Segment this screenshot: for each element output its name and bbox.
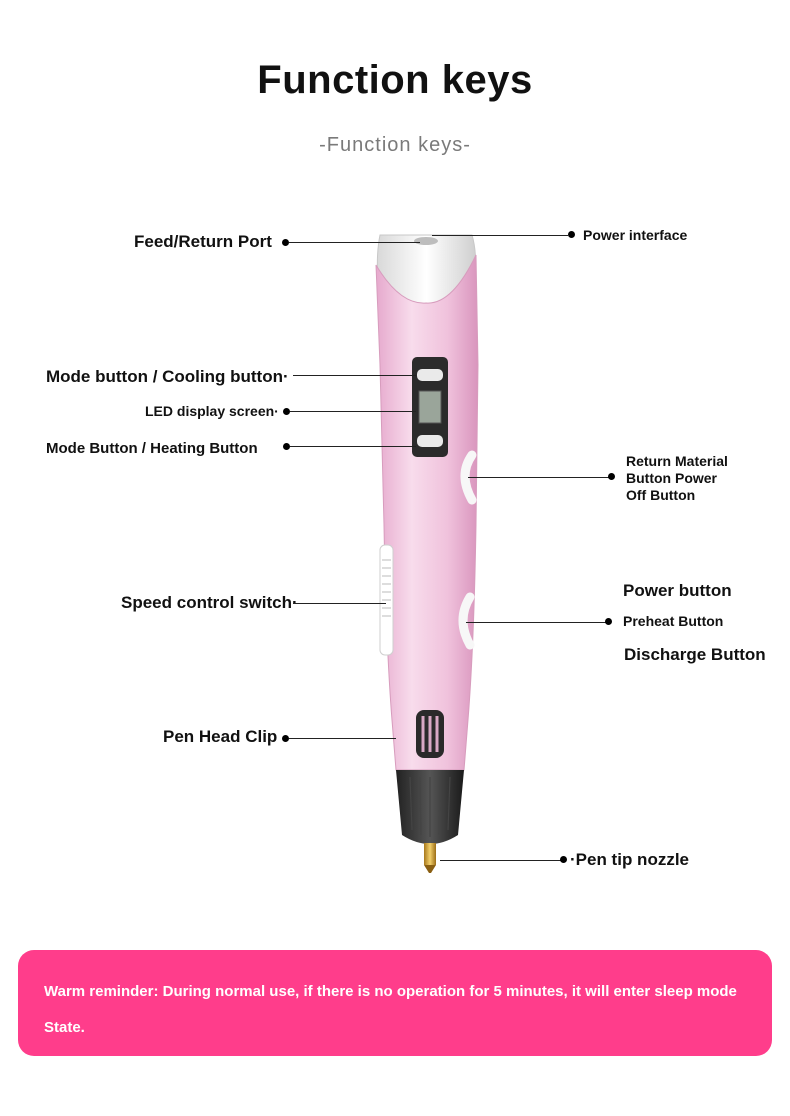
label-pen-tip-nozzle: ·Pen tip nozzle	[570, 850, 689, 869]
nozzle	[424, 843, 436, 865]
line-return-material	[468, 477, 610, 478]
feed-port-hole	[414, 237, 438, 245]
page-title: Function keys	[257, 58, 533, 102]
dot-pen-tip-nozzle	[560, 856, 567, 863]
dot-led-display	[283, 408, 290, 415]
label-speed-control: Speed control switch·	[121, 593, 298, 612]
line-power-button	[466, 622, 608, 623]
label-return-material-line3: Off Button	[626, 487, 696, 503]
pen-body	[375, 254, 479, 771]
dot-power-interface	[568, 231, 575, 238]
label-led-display: LED display screen·	[145, 403, 279, 419]
warm-reminder-banner: Warm reminder: During normal use, if the…	[18, 950, 772, 1056]
line-feed-return-port	[289, 242, 420, 243]
label-feed-return-port: Feed/Return Port	[134, 232, 272, 251]
line-pen-head-clip	[289, 738, 396, 739]
line-speed-control	[293, 603, 386, 604]
page-subtitle: -Function keys-	[319, 134, 471, 156]
line-pen-tip-nozzle	[440, 860, 562, 861]
power-button	[458, 592, 475, 650]
dot-return-material	[608, 473, 615, 480]
dot-power-button	[605, 618, 612, 625]
reminder-line-1: Warm reminder: During normal use, if the…	[44, 983, 737, 1000]
3d-pen-illustration	[375, 234, 479, 873]
label-return-material-line2: Button Power	[626, 470, 717, 486]
label-power-button: Power button	[623, 581, 732, 600]
line-mode-heating	[290, 446, 416, 447]
label-power-interface: Power interface	[583, 227, 688, 243]
label-discharge-button: Discharge Button	[624, 645, 766, 664]
label-return-material-line1: Return Material	[626, 453, 728, 469]
line-led-display	[290, 411, 416, 412]
label-mode-cooling: Mode button / Cooling button·	[46, 367, 289, 386]
line-mode-cooling	[293, 375, 416, 376]
return-material-button	[460, 450, 477, 505]
dot-feed-return-port	[282, 239, 289, 246]
dot-pen-head-clip	[282, 735, 289, 742]
reminder-line-2: State.	[44, 1019, 85, 1036]
label-preheat-button: Preheat Button	[623, 613, 724, 629]
label-mode-heating: Mode Button / Heating Button	[46, 440, 258, 457]
label-pen-head-clip: Pen Head Clip	[163, 727, 278, 746]
dot-mode-heating	[283, 443, 290, 450]
line-power-interface	[432, 235, 568, 236]
